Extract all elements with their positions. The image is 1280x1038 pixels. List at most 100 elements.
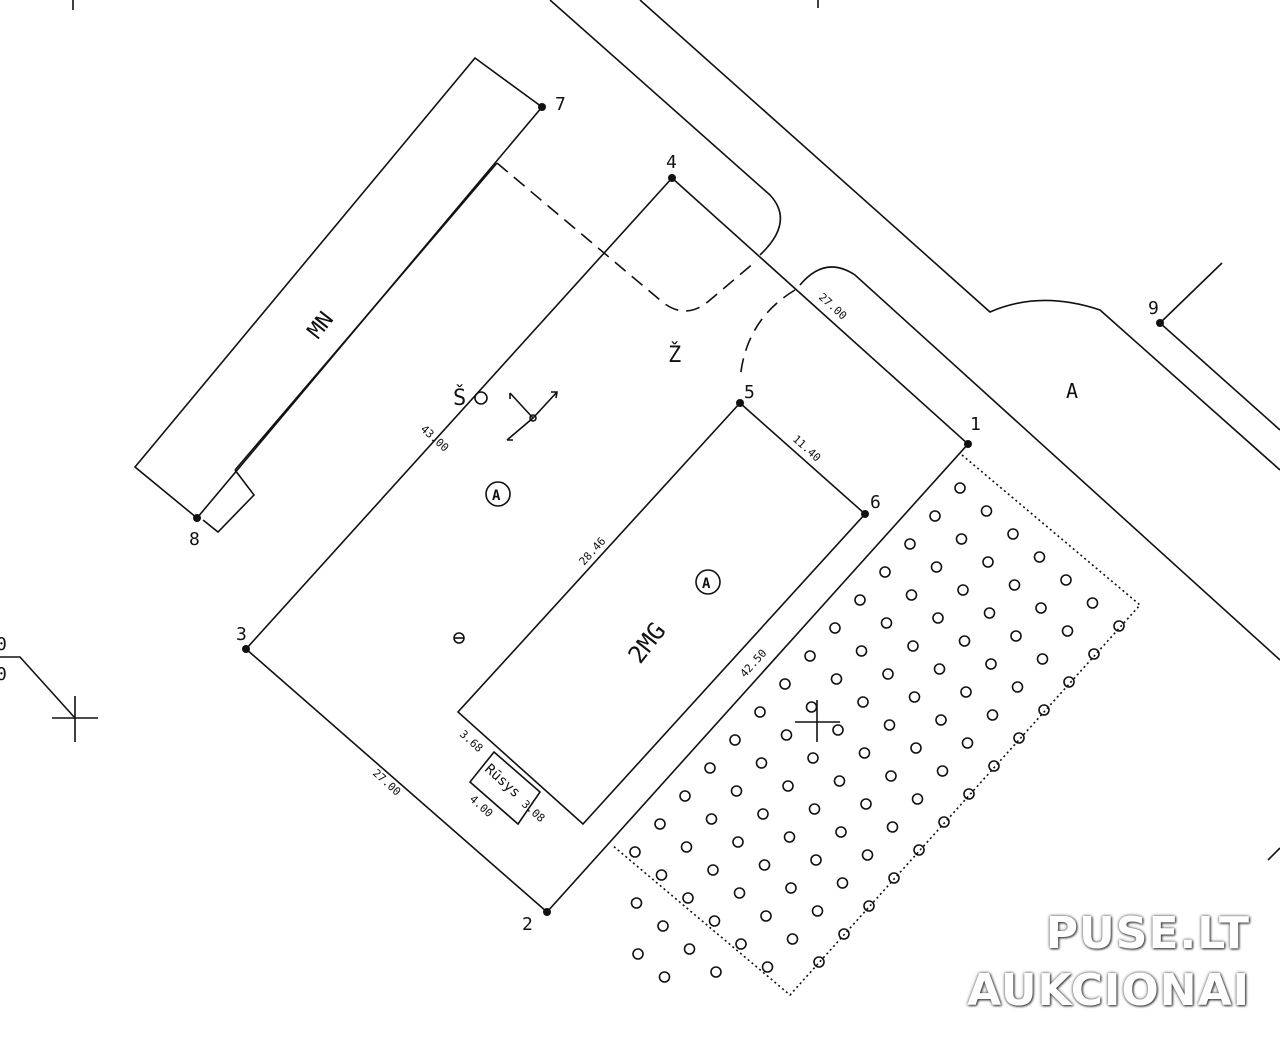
tree-icon bbox=[888, 872, 900, 884]
tree-icon bbox=[735, 938, 747, 950]
point-label: 3 bbox=[236, 624, 247, 645]
tree-icon bbox=[988, 760, 1000, 772]
tree-icon bbox=[829, 622, 841, 634]
tree-icon bbox=[683, 943, 696, 955]
a-circle-label: A bbox=[492, 488, 501, 504]
point-label: 5 bbox=[744, 382, 755, 403]
tree-icon bbox=[760, 910, 772, 922]
mn-label: MN bbox=[303, 307, 339, 343]
tree-icon bbox=[908, 691, 921, 703]
tree-icon bbox=[938, 816, 950, 828]
tree-icon bbox=[985, 658, 997, 670]
tree-icon bbox=[708, 915, 721, 927]
tree-icon bbox=[732, 836, 744, 848]
tree-icon bbox=[885, 770, 897, 782]
vertex-markers bbox=[193, 103, 1164, 916]
tree-icon bbox=[838, 928, 850, 940]
tree-icon bbox=[630, 897, 643, 909]
tree-icon bbox=[710, 966, 722, 978]
dimension: 4.00 bbox=[467, 793, 495, 820]
tree-icon bbox=[680, 841, 693, 853]
tree-icon bbox=[907, 640, 919, 652]
tree-icon bbox=[811, 905, 824, 917]
tree-icon bbox=[805, 701, 818, 713]
tree-icon bbox=[1033, 551, 1046, 563]
tree-icon bbox=[655, 869, 668, 881]
north-arrow-icon bbox=[506, 391, 558, 441]
road-edge bbox=[639, 0, 1280, 471]
tree-icon bbox=[1011, 681, 1024, 693]
tree-icon bbox=[910, 742, 922, 754]
tree-icon bbox=[983, 607, 996, 619]
tree-icon bbox=[1013, 732, 1025, 744]
tree-icon bbox=[1010, 630, 1022, 642]
tree-icon bbox=[980, 505, 993, 517]
tree-icon bbox=[1088, 648, 1100, 660]
tree-icon bbox=[730, 785, 743, 797]
building-2mg bbox=[456, 401, 867, 826]
point-label: 1 bbox=[970, 414, 981, 435]
a-circle-icon bbox=[485, 481, 511, 507]
tree-icon bbox=[882, 668, 894, 680]
tree-icon bbox=[858, 747, 871, 759]
tree-icon bbox=[761, 961, 774, 973]
orchard-trees bbox=[629, 482, 1125, 983]
left-label: 0 bbox=[0, 634, 7, 655]
tree-icon bbox=[755, 757, 768, 769]
tree-icon bbox=[854, 594, 866, 606]
tree-icon bbox=[807, 752, 819, 764]
driveway-dashed bbox=[496, 162, 756, 312]
well-icon bbox=[474, 391, 488, 405]
tree-icon bbox=[729, 734, 741, 746]
vertex-dot bbox=[736, 399, 744, 407]
a-circle-label: A bbox=[702, 576, 711, 592]
tree-icon bbox=[830, 673, 843, 685]
point-label: 2 bbox=[522, 914, 533, 935]
zh-label: Ž bbox=[668, 342, 681, 368]
tree-icon bbox=[1038, 704, 1050, 716]
building-label: 2MG bbox=[623, 617, 672, 668]
tree-icon bbox=[757, 808, 769, 820]
watermark-line2: AUKCIONAI bbox=[967, 965, 1250, 1016]
dimension: 3.08 bbox=[519, 798, 547, 825]
tree-icon bbox=[933, 663, 946, 675]
vertex-dot bbox=[538, 103, 546, 111]
tree-icon bbox=[1007, 528, 1019, 540]
tree-icon bbox=[857, 696, 869, 708]
tree-icon bbox=[911, 793, 924, 805]
vertex-dot bbox=[543, 908, 551, 916]
tree-icon bbox=[1086, 597, 1099, 609]
tree-icon bbox=[782, 780, 794, 792]
cellar-label: Rūsys bbox=[481, 761, 523, 801]
a-circle-icon bbox=[695, 569, 721, 595]
point-label: 6 bbox=[870, 492, 881, 513]
driveway-dashed bbox=[739, 289, 796, 381]
tree-icon bbox=[780, 729, 793, 741]
point-label: 7 bbox=[555, 94, 566, 115]
vertex-dot bbox=[1156, 319, 1164, 327]
tree-icon bbox=[1035, 602, 1047, 614]
point-label: 4 bbox=[666, 152, 677, 173]
tree-icon bbox=[905, 589, 918, 601]
dimension: 42.50 bbox=[738, 647, 770, 680]
tree-icon bbox=[936, 765, 949, 777]
point-label: 8 bbox=[189, 529, 200, 550]
mn-annex bbox=[202, 469, 256, 534]
vertex-dot bbox=[861, 510, 869, 518]
orchard-boundary bbox=[611, 454, 1142, 997]
tree-icon bbox=[833, 775, 846, 787]
road-edge bbox=[549, 0, 782, 256]
vertex-dot bbox=[193, 514, 201, 522]
tree-icon bbox=[957, 584, 969, 596]
vertex-dot bbox=[668, 174, 676, 182]
tree-icon bbox=[1060, 574, 1072, 586]
tree-icon bbox=[958, 635, 971, 647]
tree-icon bbox=[835, 826, 847, 838]
road-edge bbox=[799, 266, 1280, 661]
mn-building bbox=[133, 56, 544, 520]
tree-icon bbox=[883, 719, 896, 731]
mn-inner-line bbox=[234, 162, 498, 471]
tree-icon bbox=[804, 650, 816, 662]
tree-icon bbox=[754, 706, 766, 718]
